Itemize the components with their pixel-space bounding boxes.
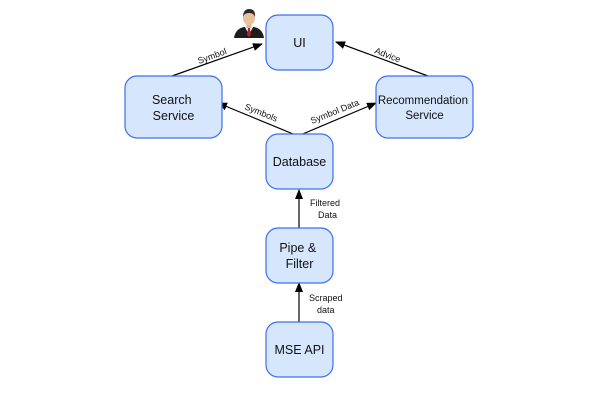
edge-label-symbol: Symbol [196,46,228,66]
node-search-service: Search Service [124,75,223,139]
node-pipe-filter: Pipe & Filter [265,227,334,284]
edge-database-to-search: Symbols [217,102,299,137]
node-pipe-filter-box [265,227,334,284]
edge-search-to-ui-line [171,43,263,77]
edge-label-filtered-data: Filtered Data [310,198,343,220]
edge-mse-to-pipe: Scraped data [295,282,345,322]
edge-label-symbol-data: Symbol Data [309,97,361,126]
node-database: Database [265,133,334,190]
edge-recommendation-to-ui: Advice [335,41,429,77]
edge-search-to-ui: Symbol [171,43,263,77]
node-ui-label: UI [293,36,306,50]
edge-database-to-search-line [217,102,299,137]
node-ui-box [265,14,334,71]
node-recommendation-service-label: Recommendation Service [378,95,471,122]
node-search-service-box [124,75,223,139]
user-avatar-icon [234,9,264,38]
node-database-box [265,133,334,190]
edge-database-to-recommendation: Symbol Data [297,97,377,137]
edge-label-scraped-data: Scraped data [309,293,345,315]
node-pipe-filter-label: Pipe & Filter [279,241,319,271]
node-recommendation-service: Recommendation Service [375,75,474,139]
node-database-label: Database [273,155,327,169]
edge-recommendation-to-ui-line [335,41,429,77]
node-search-service-label: Search Service [152,93,195,123]
node-mse-api-label: MSE API [274,343,324,357]
node-mse-api: MSE API [265,321,334,378]
edge-pipe-to-database: Filtered Data [295,189,343,228]
node-recommendation-service-box [375,75,474,139]
edge-database-to-recommendation-line [297,102,377,137]
node-mse-api-box [265,321,334,378]
node-ui: UI [265,14,334,71]
